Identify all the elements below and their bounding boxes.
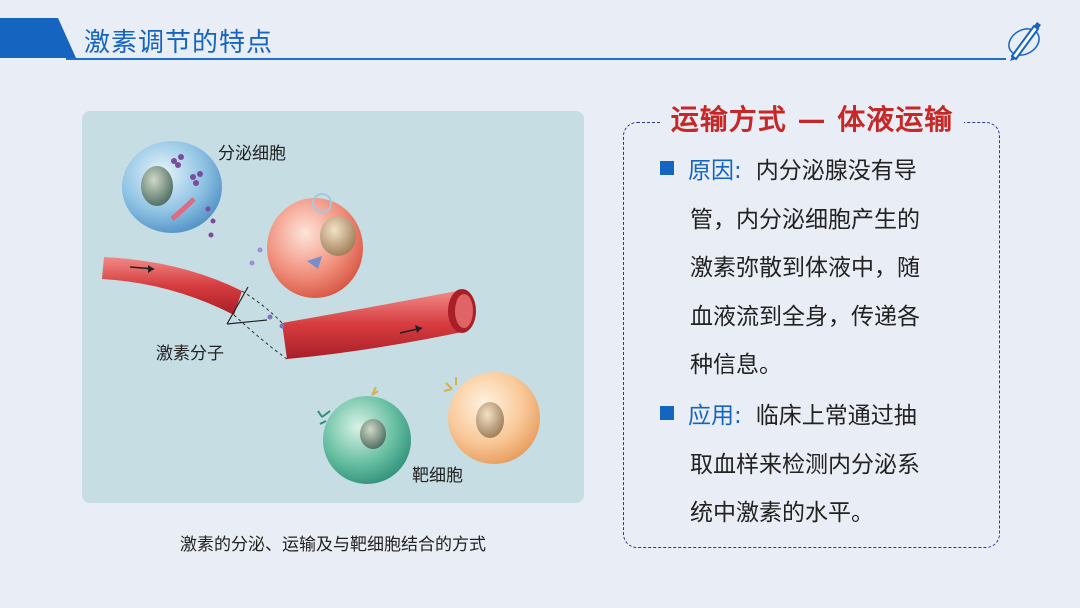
hormone-transport-illustration xyxy=(102,141,540,484)
application-key: 应用: xyxy=(688,403,742,429)
secretory-cell xyxy=(122,141,222,238)
application-item: 应用: 临床上常通过抽 取血样来检测内分泌系 统中激素的水平。 xyxy=(660,392,980,538)
pink-cell xyxy=(249,193,363,298)
reason-key: 原因: xyxy=(688,158,742,184)
application-line: 临床上常通过抽 xyxy=(755,403,917,429)
reason-line: 激素弥散到体液中，随 xyxy=(690,255,920,281)
label-hormone-molecule: 激素分子 xyxy=(156,344,224,364)
target-cell-green xyxy=(317,386,411,484)
header-underline xyxy=(66,58,1006,60)
target-cell-orange xyxy=(443,372,540,464)
reason-line: 管，内分泌细胞产生的 xyxy=(690,206,920,233)
illustration-panel: 分泌细胞 激素分子 靶细胞 xyxy=(82,111,584,503)
page-title: 激素调节的特点 xyxy=(84,28,274,58)
application-line: 取血样来检测内分泌系 xyxy=(690,451,920,478)
reason-line: 血液流到全身，传递各 xyxy=(690,303,920,330)
reason-item: 原因: 内分泌腺没有导 管，内分泌细胞产生的 激素弥散到体液中，随 血液流到全身，… xyxy=(660,147,980,390)
label-secretory-cell: 分泌细胞 xyxy=(218,144,286,164)
blood-vessel xyxy=(102,257,476,360)
reason-line: 内分泌腺没有导 xyxy=(755,158,917,184)
info-box-title: 运输方式 — 体液运输 xyxy=(660,100,964,140)
pen-icon xyxy=(1008,22,1041,61)
reason-line: 种信息。 xyxy=(690,352,782,378)
figure-caption: 激素的分泌、运输及与靶细胞结合的方式 xyxy=(180,535,486,555)
application-line: 统中激素的水平。 xyxy=(690,500,874,526)
bullet-square-icon xyxy=(660,161,674,175)
header-accent-notch xyxy=(58,18,76,58)
label-target-cell: 靶细胞 xyxy=(412,466,463,486)
bullet-square-icon xyxy=(660,406,674,420)
